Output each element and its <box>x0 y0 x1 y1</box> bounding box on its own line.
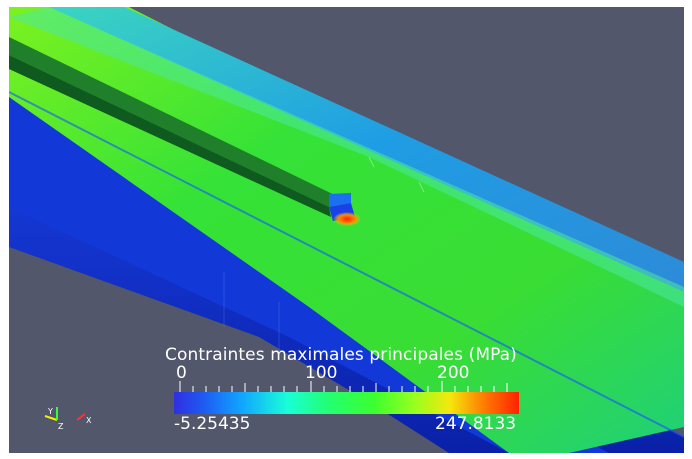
axis-x <box>76 413 86 421</box>
tick-label-200: 200 <box>437 363 470 383</box>
beam-end-cap <box>329 193 351 207</box>
axis-y-label: Y <box>47 407 53 416</box>
beam-side <box>9 55 331 217</box>
beam-top <box>9 37 351 207</box>
legend-title: Contraintes maximales principales (MPa) <box>165 345 517 365</box>
orientation-axes[interactable]: Y Z X <box>39 402 99 432</box>
range-max-label: 247.8133 <box>435 414 517 434</box>
axis-z-label: Z <box>58 422 64 431</box>
mesh-line <box>9 91 684 438</box>
slab-far-edge-inner <box>9 7 684 307</box>
fem-stress-render <box>9 7 684 453</box>
axis-y <box>44 415 58 421</box>
color-legend-bar <box>174 392 519 414</box>
mesh-line <box>418 181 425 193</box>
render-viewport[interactable]: Contraintes maximales principales (MPa) … <box>9 7 684 453</box>
tick-label-0: 0 <box>176 363 187 383</box>
axis-x-label: X <box>86 416 92 425</box>
slab-top-surface <box>9 7 684 453</box>
stress-hotspot <box>333 212 361 226</box>
mesh-line <box>368 156 375 168</box>
tick-label-100: 100 <box>305 363 338 383</box>
range-min-label: -5.25435 <box>174 414 251 434</box>
colorbar-ticks <box>179 381 508 392</box>
